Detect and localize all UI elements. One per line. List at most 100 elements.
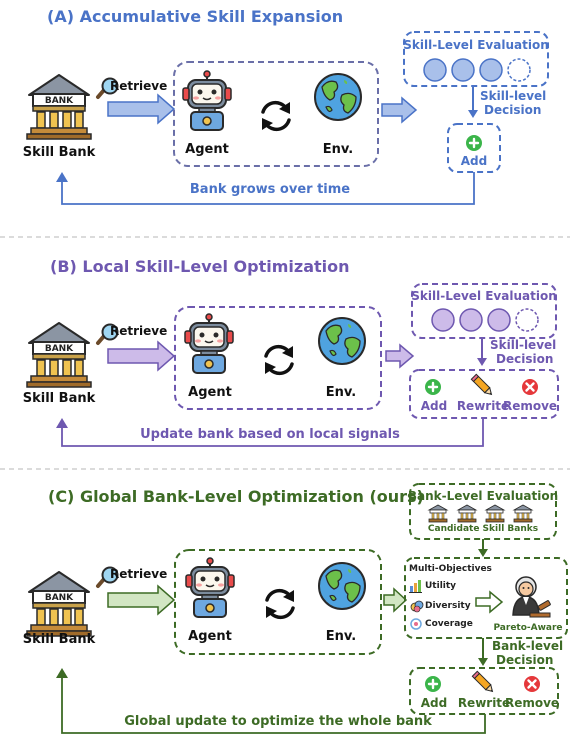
retrieve-label: Retrieve	[110, 324, 168, 338]
add-label-c: Add	[420, 696, 448, 710]
skill-circle	[479, 58, 503, 82]
agent-label: Agent	[185, 142, 229, 157]
feedback-label-a: Bank grows over time	[189, 182, 351, 197]
add-label-a: Add	[460, 154, 488, 168]
remove-icon	[520, 377, 540, 397]
feedback-label-c: Global update to optimize the whole bank	[124, 714, 432, 729]
panel-c-title: (C) Global Bank-Level Optimization (ours…	[48, 487, 424, 506]
action-box-c	[409, 667, 559, 715]
objective-coverage: Coverage	[425, 619, 473, 629]
skill-circle-new	[515, 308, 539, 332]
candidate-bank-icon	[428, 504, 448, 523]
agent-env-box-a	[173, 61, 379, 167]
skill-circle-new	[507, 58, 531, 82]
panel-b-title: (B) Local Skill-Level Optimization	[50, 257, 350, 276]
env-arrow-c	[383, 587, 408, 613]
add-label-b: Add	[420, 399, 448, 413]
retrieve-arrow-c	[107, 584, 176, 616]
bank-icon	[26, 322, 92, 388]
retrieve-arrow-a	[107, 93, 176, 125]
earth-icon	[318, 562, 366, 610]
judge-icon	[512, 576, 552, 618]
rewrite-label-c: Rewrite	[457, 696, 511, 710]
refresh-icon	[264, 588, 296, 620]
refresh-icon	[263, 344, 295, 376]
candidate-bank-icon	[485, 504, 505, 523]
env-arrow-a	[381, 96, 418, 124]
robot-icon	[185, 557, 235, 618]
objectives-title: Multi-Objectives	[409, 564, 492, 574]
objective-diversity: Diversity	[425, 601, 471, 611]
retrieve-arrow-b	[107, 340, 176, 372]
remove-label-c: Remove	[504, 696, 560, 710]
bank-sign: BANK	[44, 344, 74, 354]
agent-env-box-b	[174, 306, 382, 410]
skill-circle	[423, 58, 447, 82]
add-box-a	[447, 123, 501, 173]
skill-bank-label: Skill Bank	[22, 145, 96, 160]
skill-circle	[459, 308, 483, 332]
refresh-icon	[260, 100, 292, 132]
candidate-bank-icon	[457, 504, 477, 523]
panel-a-title: (A) Accumulative Skill Expansion	[47, 7, 344, 26]
pencil-icon	[470, 373, 495, 398]
skill-bank-label: Skill Bank	[22, 632, 96, 647]
env-label: Env.	[322, 142, 354, 157]
skill-circle	[451, 58, 475, 82]
panel-a	[26, 31, 549, 205]
robot-icon	[184, 313, 234, 374]
panel-c	[26, 483, 568, 734]
evaluation-title-b: Skill-Level Evaluation	[411, 289, 557, 303]
plus-icon	[464, 133, 484, 153]
evaluation-box-b	[411, 283, 557, 339]
decision-label-b-1: Skill-level	[490, 338, 557, 352]
bank-sign: BANK	[44, 593, 74, 603]
agent-label: Agent	[188, 629, 232, 644]
skill-circle	[431, 308, 455, 332]
agent-env-box-c	[174, 549, 382, 655]
plus-icon	[423, 674, 443, 694]
objective-utility: Utility	[425, 581, 457, 591]
skill-circle	[487, 308, 511, 332]
decision-label-b-2: Decision	[496, 352, 554, 366]
earth-icon	[318, 317, 366, 365]
env-arrow-b	[385, 343, 415, 369]
feedback-line-b	[61, 418, 484, 447]
feedback-label-b: Update bank based on local signals	[140, 427, 400, 442]
feedback-line-a	[61, 172, 475, 205]
retrieve-label: Retrieve	[110, 567, 168, 581]
bank-sign: BANK	[44, 96, 74, 106]
robot-icon	[182, 70, 232, 131]
diversity-icon	[410, 600, 424, 613]
feedback-line-c	[61, 672, 486, 734]
evaluation-box-c	[409, 483, 557, 540]
candidate-bank-icon	[513, 504, 533, 523]
decision-label-a-1: Skill-level	[480, 89, 547, 103]
action-box-b	[409, 369, 559, 419]
agent-label: Agent	[188, 385, 232, 400]
remove-label-b: Remove	[502, 399, 558, 413]
evaluation-box-a	[403, 31, 549, 87]
decision-label-a-2: Decision	[484, 103, 542, 117]
objectives-arrow	[475, 590, 504, 614]
env-label: Env.	[325, 629, 357, 644]
plus-icon	[423, 377, 443, 397]
panel-b	[26, 283, 559, 447]
remove-icon	[522, 674, 542, 694]
skill-bank-label: Skill Bank	[22, 391, 96, 406]
bank-icon	[26, 571, 92, 637]
env-label: Env.	[325, 385, 357, 400]
decision-label-c-1: Bank-level	[492, 639, 564, 653]
pencil-icon	[471, 670, 496, 695]
retrieve-label: Retrieve	[110, 79, 168, 93]
candidates-label: Candidate Skill Banks	[427, 524, 539, 534]
coverage-icon	[410, 618, 422, 630]
rewrite-label-b: Rewrite	[456, 399, 510, 413]
evaluation-title-c: Bank-Level Evaluation	[407, 489, 559, 503]
bar-chart-icon	[408, 579, 423, 593]
evaluation-title-a: Skill-Level Evaluation	[403, 38, 549, 52]
pareto-label: Pareto-Aware	[493, 623, 563, 633]
objectives-box	[404, 557, 568, 639]
earth-icon	[314, 73, 362, 121]
